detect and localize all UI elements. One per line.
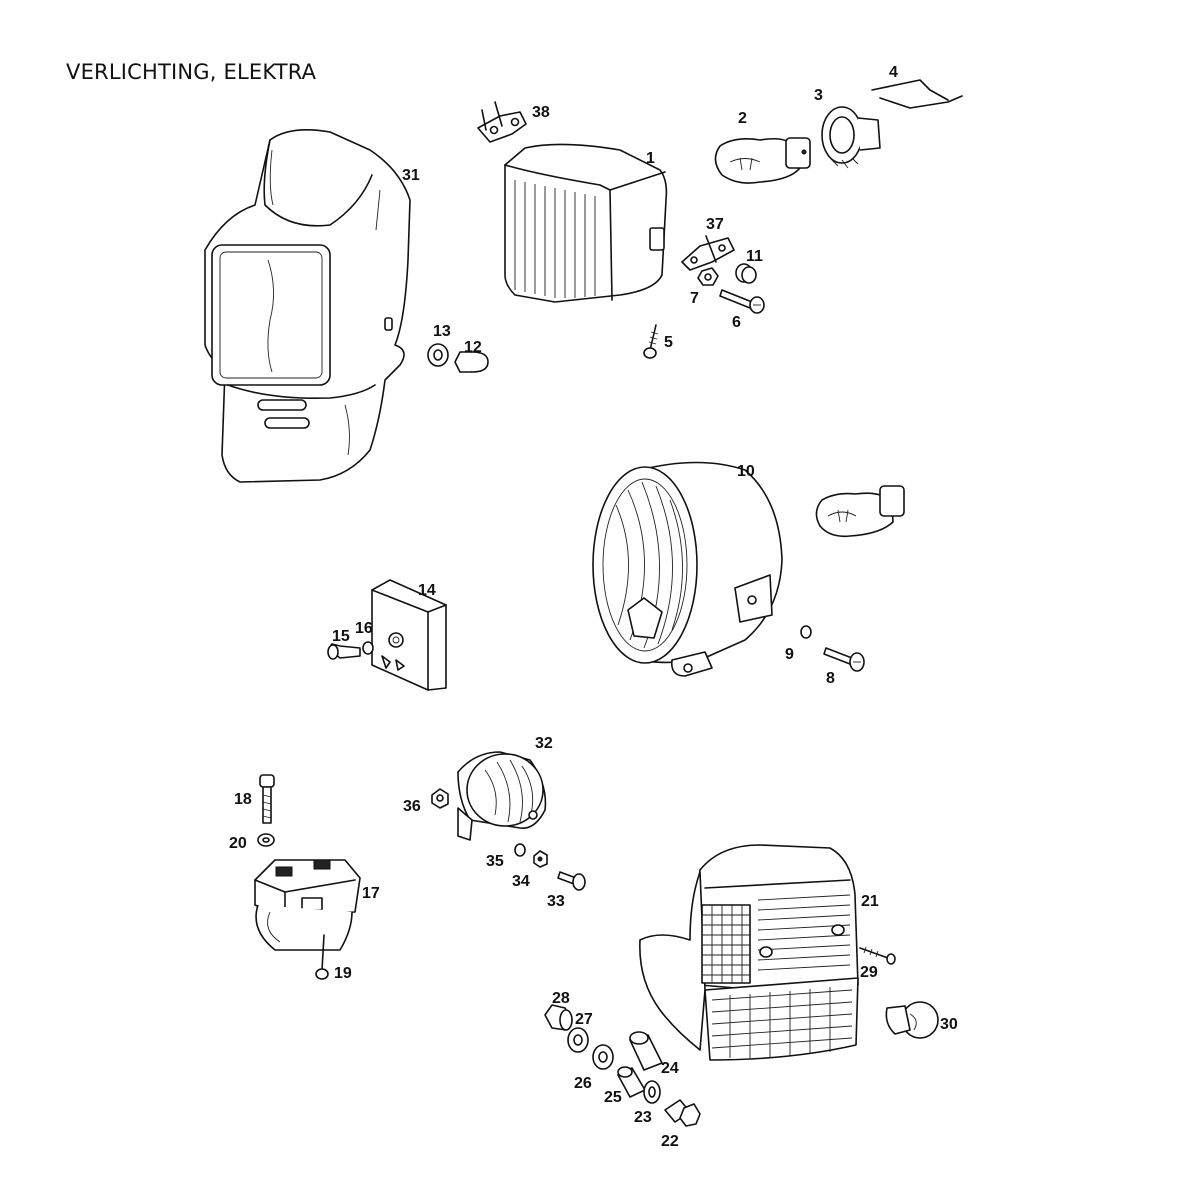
part-2-bulb-top	[714, 137, 811, 184]
part-36-nut	[431, 788, 449, 809]
part-13-washer	[427, 343, 449, 367]
label-9: 9	[785, 646, 794, 663]
label-33: 33	[547, 893, 565, 910]
part-17-handlebar-switch	[254, 859, 361, 951]
label-11: 11	[746, 248, 763, 265]
part-33-bolt	[557, 871, 586, 891]
label-3: 3	[814, 87, 823, 104]
label-21: 21	[861, 893, 879, 910]
page-title: VERLICHTING, ELEKTRA	[66, 60, 317, 84]
label-18: 18	[234, 791, 252, 808]
part-8-bolt	[823, 647, 865, 672]
label-29: 29	[860, 964, 878, 981]
part-29-screw	[859, 946, 896, 965]
label-20: 20	[229, 835, 247, 852]
part-18-bolt	[259, 774, 275, 824]
label-6: 6	[732, 314, 741, 331]
part-10-round-headlight	[592, 461, 783, 677]
part-38-bracket	[477, 101, 527, 143]
part-6-bolt	[719, 289, 765, 314]
part-27-washer	[567, 1027, 589, 1053]
label-13: 13	[433, 323, 451, 340]
part-22-bolt	[664, 1099, 701, 1127]
part-2-bulb-middle	[815, 485, 905, 538]
label-2-top: 2	[738, 110, 747, 127]
label-27: 27	[575, 1011, 593, 1028]
part-25-spacer	[617, 1066, 646, 1098]
part-12-cap-nut	[454, 351, 489, 373]
part-16-washer	[362, 641, 374, 655]
label-32: 32	[535, 735, 553, 752]
part-5-screw	[643, 324, 659, 359]
label-26: 26	[574, 1075, 592, 1092]
label-28: 28	[552, 990, 570, 1007]
label-38: 38	[532, 104, 550, 121]
part-31-fairing	[204, 129, 411, 483]
label-8: 8	[826, 670, 835, 687]
part-28-cap-nut	[544, 1004, 573, 1031]
part-7-nut	[697, 267, 719, 286]
label-16: 16	[355, 620, 373, 637]
part-19-screw	[315, 934, 329, 980]
part-24-spacer	[629, 1031, 663, 1071]
part-21-taillight-housing	[639, 844, 859, 1061]
part-11-rubber-grommet	[735, 263, 757, 284]
label-17: 17	[362, 885, 380, 902]
label-5: 5	[664, 334, 673, 351]
part-15-bolt	[327, 643, 361, 660]
label-25: 25	[604, 1089, 622, 1106]
part-1-rectangular-headlight	[504, 143, 668, 303]
label-19: 19	[334, 965, 352, 982]
part-9-washer	[800, 625, 812, 639]
label-36: 36	[403, 798, 421, 815]
part-number-labels: 1 2 3 4 5 6 7 8 9 10 11 12 13 14 15 16 1…	[229, 64, 958, 1150]
label-10: 10	[737, 463, 755, 480]
part-32-round-lamp	[457, 751, 547, 841]
label-30: 30	[940, 1016, 958, 1033]
label-12: 12	[464, 339, 482, 356]
label-31: 31	[402, 167, 420, 184]
label-35: 35	[486, 853, 504, 870]
label-37: 37	[706, 216, 724, 233]
part-20-washer	[257, 833, 275, 847]
part-4-wire	[871, 79, 963, 109]
part-37-bracket	[681, 235, 735, 271]
label-1: 1	[646, 150, 655, 167]
label-14: 14	[418, 582, 436, 599]
label-24: 24	[661, 1060, 679, 1077]
label-7: 7	[690, 290, 699, 307]
part-23-washer	[643, 1080, 661, 1104]
label-23: 23	[634, 1109, 652, 1126]
part-26-bushing	[592, 1044, 614, 1070]
part-34-nut	[533, 850, 548, 868]
label-15: 15	[332, 628, 350, 645]
label-4: 4	[889, 64, 898, 81]
label-22: 22	[661, 1133, 679, 1150]
part-35-washer	[514, 843, 526, 857]
part-30-bulb	[885, 1001, 939, 1039]
part-14-regulator	[371, 579, 447, 691]
label-34: 34	[512, 873, 530, 890]
part-3-bulb-holder	[821, 106, 881, 169]
